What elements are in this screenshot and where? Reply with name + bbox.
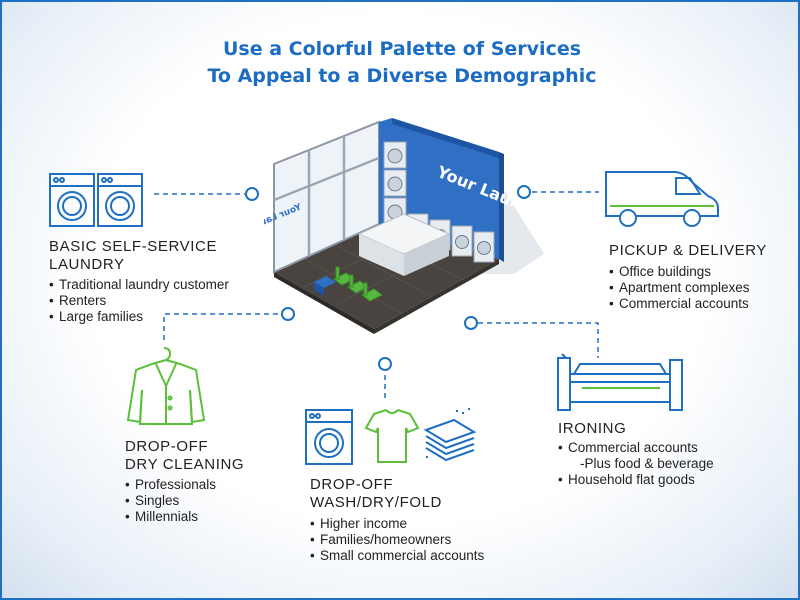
dry-cleaning-heading-line-2: DRY CLEANING bbox=[125, 456, 245, 473]
self-service-heading: BASIC SELF-SERVICE LAUNDRY bbox=[49, 238, 217, 274]
self-service-heading-line-2: LAUNDRY bbox=[49, 256, 125, 273]
wash-fold-heading-line-1: DROP-OFF bbox=[310, 476, 394, 493]
coat-hanger-icon bbox=[126, 347, 206, 425]
ironer-machine-icon bbox=[557, 353, 683, 411]
list-item: •Families/homeowners bbox=[310, 532, 452, 547]
laundromat-illustration: Your Laundry Your Laundry bbox=[264, 118, 544, 334]
dry-cleaning-heading: DROP-OFF DRY CLEANING bbox=[125, 438, 244, 474]
list-item: •Traditional laundry customer bbox=[49, 277, 229, 292]
self-service-heading-line-1: BASIC SELF-SERVICE bbox=[49, 238, 218, 255]
list-item: •Commercial accounts bbox=[609, 296, 749, 311]
list-item: •Large families bbox=[49, 309, 144, 324]
self-service-list: •Traditional laundry customer •Renters •… bbox=[49, 277, 229, 325]
list-item: •Commercial accounts bbox=[558, 440, 698, 455]
ironing-heading: IRONING bbox=[558, 420, 627, 437]
dry-cleaning-list: •Professionals •Singles •Millennials bbox=[125, 477, 216, 525]
wash-fold-heading: DROP-OFF WASH/DRY/FOLD bbox=[310, 476, 442, 512]
list-item: •Singles bbox=[125, 493, 180, 508]
title-line-1: Use a Colorful Palette of Services bbox=[222, 38, 582, 60]
connector-dot-ironing bbox=[464, 316, 478, 330]
pickup-list: •Office buildings •Apartment complexes •… bbox=[609, 264, 750, 312]
list-item: •Household flat goods bbox=[558, 472, 695, 487]
connector-dry-cleaning bbox=[163, 313, 280, 340]
wash-fold-heading-line-2: WASH/DRY/FOLD bbox=[310, 494, 442, 511]
list-item: •Office buildings bbox=[609, 264, 712, 279]
washer-shirt-towels-icon bbox=[305, 408, 477, 465]
connector-dot-dry-cleaning bbox=[281, 307, 295, 321]
washer-dryer-icon bbox=[49, 173, 143, 227]
connector-dot-pickup bbox=[517, 185, 531, 199]
list-item: •Small commercial accounts bbox=[310, 548, 485, 563]
page-title: Use a Colorful Palette of Services To Ap… bbox=[2, 36, 798, 90]
list-item: •Renters bbox=[49, 293, 107, 308]
title-line-2: To Appeal to a Diverse Demographic bbox=[207, 65, 597, 87]
list-item: -Plus food & beverage bbox=[580, 456, 714, 471]
connector-ironing bbox=[478, 322, 599, 358]
pickup-heading: PICKUP & DELIVERY bbox=[609, 242, 768, 259]
list-item: •Higher income bbox=[310, 516, 408, 531]
delivery-van-icon bbox=[605, 171, 719, 227]
connector-dot-self-service bbox=[245, 187, 259, 201]
wash-fold-list: •Higher income •Families/homeowners •Sma… bbox=[310, 516, 484, 564]
ironing-list: •Commercial accounts -Plus food & bevera… bbox=[558, 440, 714, 488]
dry-cleaning-heading-line-1: DROP-OFF bbox=[125, 438, 209, 455]
list-item: •Millennials bbox=[125, 509, 199, 524]
list-item: •Apartment complexes bbox=[609, 280, 750, 295]
connector-dot-wash-fold bbox=[378, 357, 392, 371]
list-item: •Professionals bbox=[125, 477, 217, 492]
